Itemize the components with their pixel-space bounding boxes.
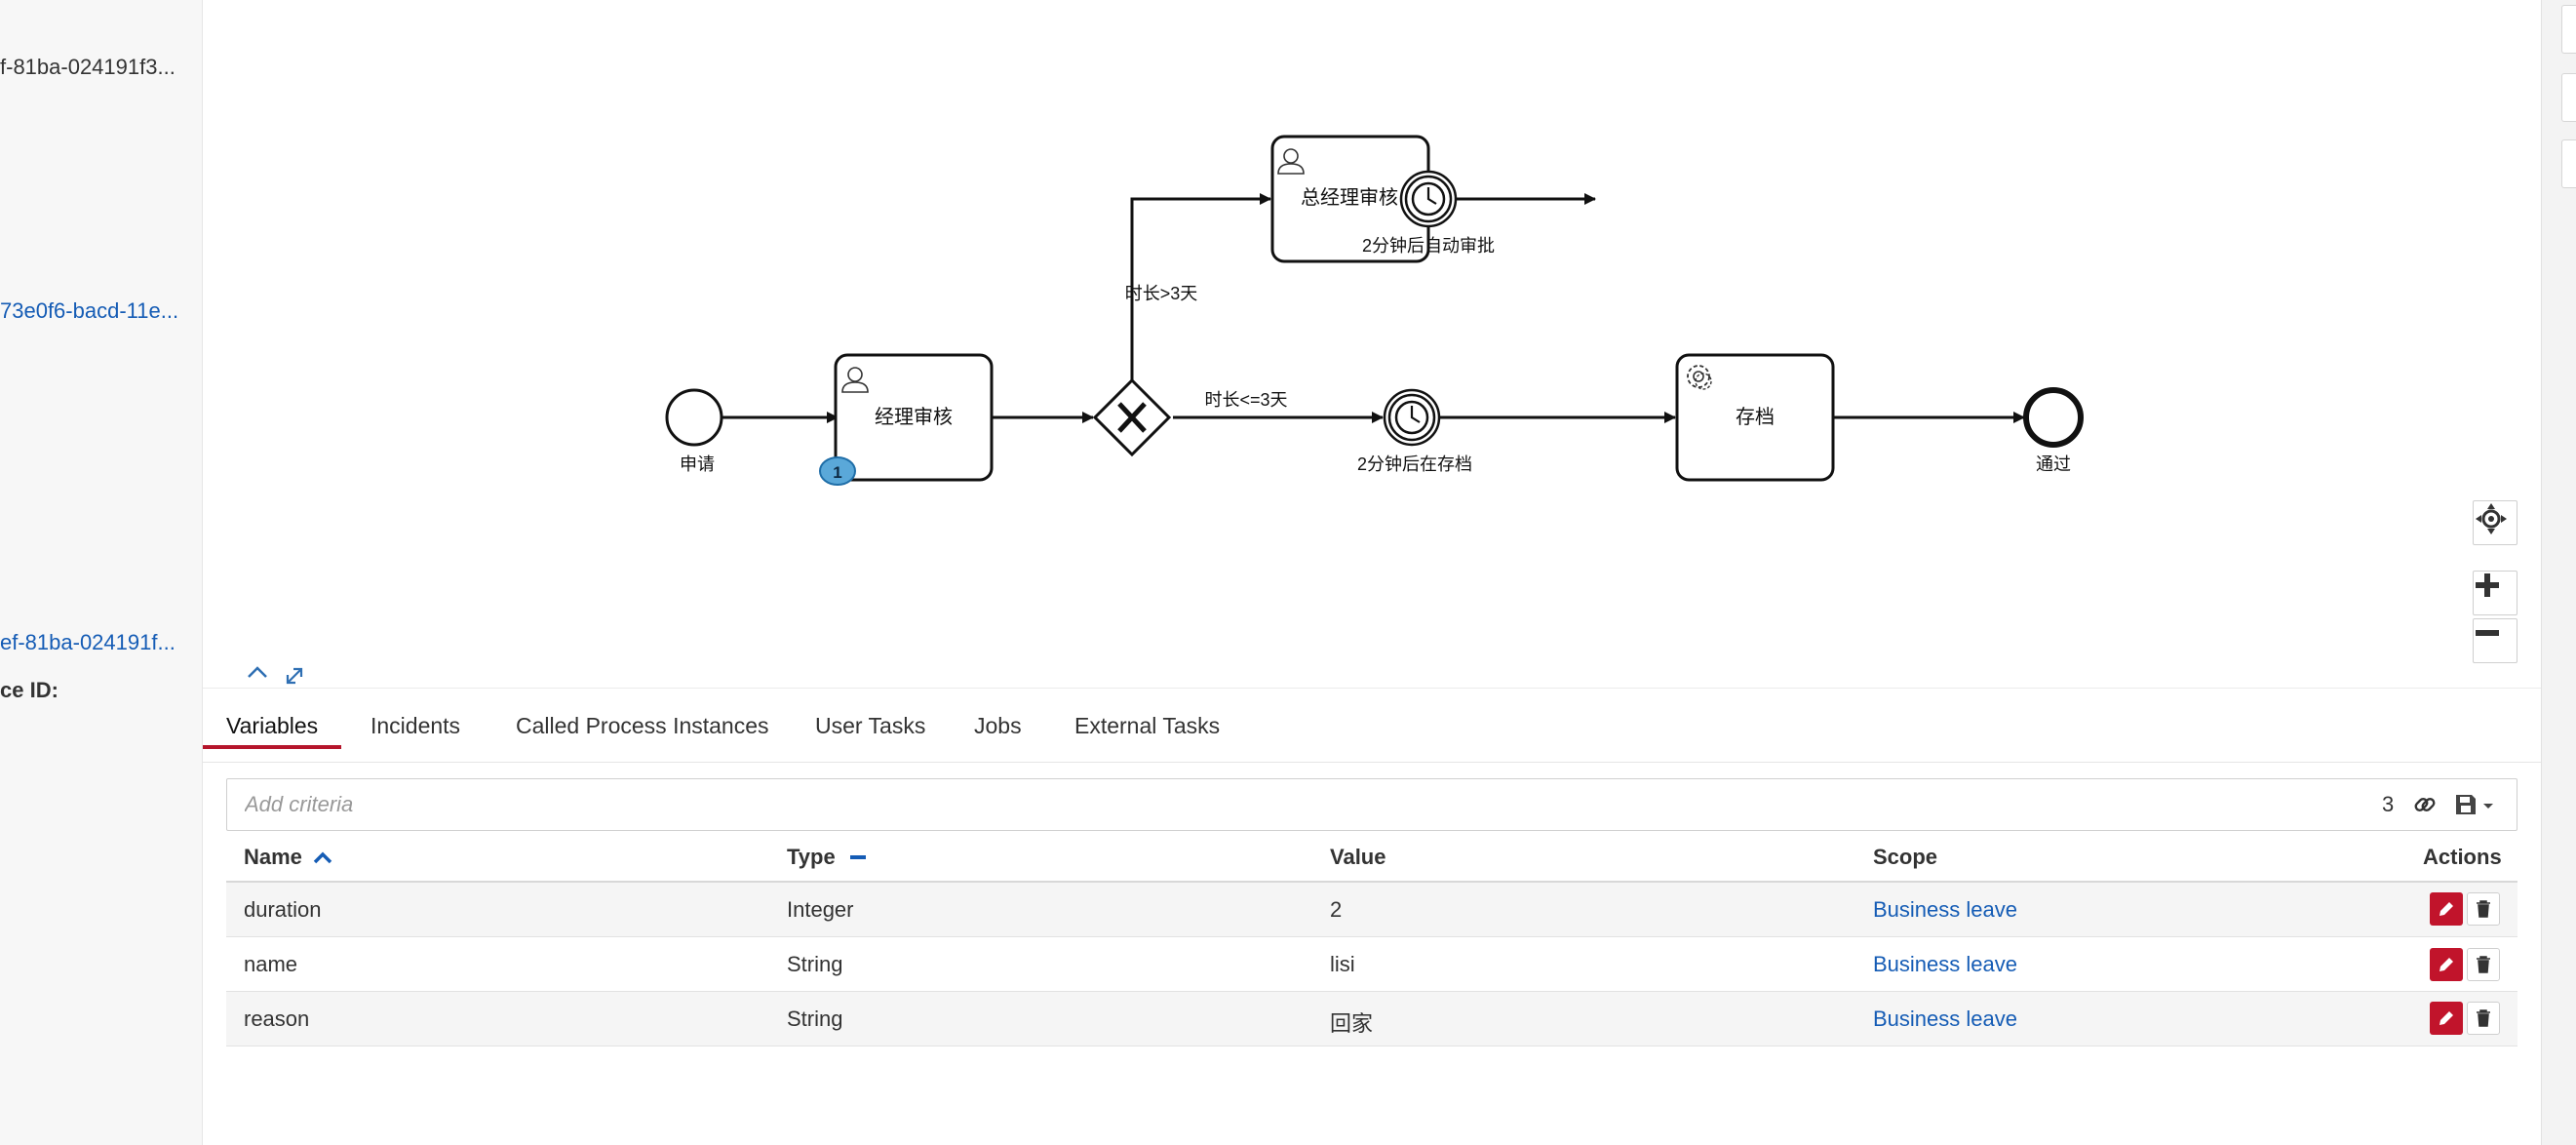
tab-called-process-instances[interactable]: Called Process Instances	[516, 713, 769, 738]
pencil-icon	[2439, 902, 2453, 916]
pencil-icon	[2439, 1011, 2453, 1025]
intermediate-timer-label: 2分钟后在存档	[1357, 454, 1472, 474]
sidebar-definition-link[interactable]: ef-81ba-024191f...	[0, 630, 176, 654]
cell-scope-link[interactable]: Business leave	[1873, 952, 2017, 976]
trash-icon	[2477, 1009, 2490, 1027]
column-header-name[interactable]: Name	[244, 845, 333, 870]
cell-type: String	[787, 952, 843, 976]
crosshair-icon	[2476, 503, 2507, 534]
link-icon[interactable]	[2412, 792, 2438, 822]
tab-incidents[interactable]: Incidents	[371, 713, 461, 738]
sidebar-business-key-label: ce ID:	[0, 678, 59, 702]
column-header-type[interactable]: Type	[787, 845, 869, 870]
user-task-icon	[841, 367, 869, 393]
edit-variable-button[interactable]	[2430, 892, 2463, 926]
intermediate-timer-icon[interactable]	[1383, 388, 1441, 447]
table-row: name String lisi Business leave	[226, 937, 2517, 992]
table-row: reason String 回家 Business leave	[226, 992, 2517, 1046]
task-manager-review-label: 经理审核	[875, 406, 953, 428]
side-action-handle[interactable]	[2561, 139, 2576, 188]
cell-value: 回家	[1330, 1011, 1374, 1036]
variables-table: Name Type Value Scope Actions duration	[226, 831, 2517, 1046]
trash-icon	[2477, 956, 2490, 973]
expand-icon[interactable]	[286, 667, 303, 685]
gear-icon	[1687, 365, 1712, 390]
side-action-handle[interactable]	[2561, 5, 2576, 54]
end-event-label: 通过	[2036, 454, 2071, 474]
cell-scope-link[interactable]: Business leave	[1873, 897, 2017, 922]
delete-variable-button[interactable]	[2467, 1002, 2500, 1035]
task-archive-label: 存档	[1736, 406, 1775, 428]
edit-variable-button[interactable]	[2430, 1002, 2463, 1035]
plus-icon	[2476, 573, 2499, 597]
zoom-out-button[interactable]	[2473, 618, 2517, 663]
save-search-icon[interactable]	[2454, 792, 2497, 822]
tab-jobs[interactable]: Jobs	[974, 713, 1022, 738]
tab-external-tasks[interactable]: External Tasks	[1074, 713, 1221, 738]
sidebar-deployment-link[interactable]: 73e0f6-bacd-11e...	[0, 298, 179, 323]
column-header-value[interactable]: Value	[1330, 845, 1386, 869]
exclusive-gateway[interactable]	[1092, 377, 1172, 457]
task-general-manager-review-label: 总经理审核	[1301, 186, 1398, 209]
cell-type: String	[787, 1007, 843, 1031]
flow-label-le3: 时长<=3天	[1204, 390, 1287, 410]
active-tab-indicator	[203, 745, 341, 749]
svg-text:1: 1	[833, 463, 841, 482]
table-header: Name Type Value Scope Actions	[226, 831, 2517, 883]
cell-type: Integer	[787, 897, 854, 922]
side-action-handle[interactable]	[2561, 73, 2576, 122]
start-event-label: 申请	[680, 454, 715, 474]
search-input[interactable]	[227, 779, 2275, 830]
cell-name: name	[244, 952, 298, 976]
boundary-timer-icon[interactable]	[1399, 170, 1458, 228]
task-general-manager-review[interactable]: 总经理审核	[1270, 135, 1430, 263]
cell-scope-link[interactable]: Business leave	[1873, 1007, 2017, 1031]
detail-tabs: Variables Incidents Called Process Insta…	[203, 688, 2541, 763]
delete-variable-button[interactable]	[2467, 948, 2500, 981]
sidebar: f-81ba-024191f3... 73e0f6-bacd-11e... ef…	[0, 0, 203, 1145]
task-archive[interactable]: 存档	[1675, 353, 1835, 482]
tab-variables[interactable]: Variables	[226, 713, 319, 738]
cell-value: 2	[1330, 897, 1343, 922]
reset-zoom-button[interactable]	[2473, 500, 2517, 545]
sidebar-instance-id: f-81ba-024191f3...	[0, 55, 176, 79]
end-event[interactable]	[2023, 387, 2084, 448]
flow-label-gt3: 时长>3天	[1125, 284, 1198, 303]
collapse-chevron-icon[interactable]	[248, 666, 267, 678]
column-header-actions: Actions	[2423, 845, 2502, 869]
column-header-scope[interactable]: Scope	[1873, 845, 1938, 869]
pencil-icon	[2439, 958, 2453, 971]
sort-ascending-icon	[313, 851, 332, 864]
bpmn-diagram[interactable]: 申请 经理审核 1	[203, 0, 2541, 688]
main-content: 申请 经理审核 1	[203, 0, 2541, 1145]
start-event[interactable]	[665, 388, 723, 447]
minus-icon	[2476, 630, 2499, 636]
trash-icon	[2477, 900, 2490, 918]
cell-name: duration	[244, 897, 322, 922]
user-task-icon	[1277, 148, 1305, 175]
result-count: 3	[2382, 792, 2395, 816]
cell-name: reason	[244, 1007, 310, 1031]
right-panel-edge	[2541, 0, 2576, 1145]
edit-variable-button[interactable]	[2430, 948, 2463, 981]
sequence-flows	[721, 193, 2025, 423]
delete-variable-button[interactable]	[2467, 892, 2500, 926]
cell-value: lisi	[1330, 952, 1355, 976]
task-manager-review[interactable]: 经理审核 1	[819, 353, 994, 486]
instance-count-badge[interactable]: 1	[819, 456, 856, 486]
zoom-in-button[interactable]	[2473, 571, 2517, 615]
search-criteria-bar: 3	[226, 778, 2517, 831]
boundary-timer-label: 2分钟后自动审批	[1362, 236, 1495, 256]
sort-none-icon	[849, 855, 866, 859]
table-row: duration Integer 2 Business leave	[226, 883, 2517, 937]
tab-user-tasks[interactable]: User Tasks	[815, 713, 926, 738]
